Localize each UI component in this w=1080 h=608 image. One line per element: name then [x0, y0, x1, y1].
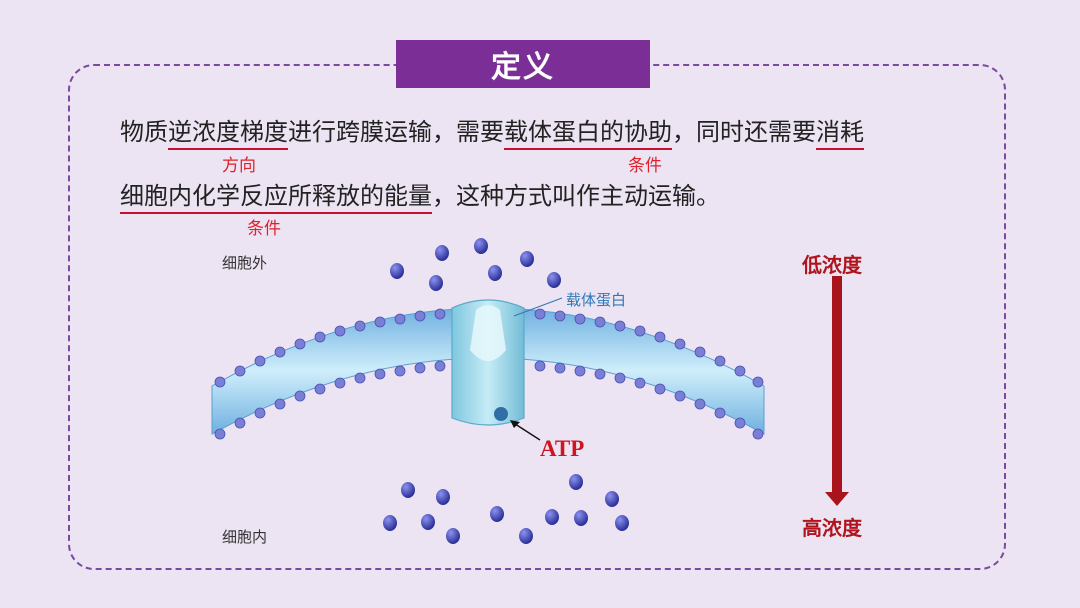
atp-binding-site — [494, 407, 508, 421]
text-segment: 进行跨膜运输，需要 — [288, 118, 504, 146]
note-condition-2: 条件 — [247, 219, 281, 239]
membrane-outer-heads — [214, 308, 764, 388]
high-concentration-label: 高浓度 — [802, 516, 862, 540]
definition-line-2: 细胞内化学反应所释放的能量，这种方式叫作主动运输。 — [120, 176, 720, 214]
molecules-outside — [390, 238, 561, 291]
gradient-arrow-head — [825, 492, 849, 506]
carrier-protein-label: 载体蛋白 — [566, 291, 627, 309]
inside-label: 细胞内 — [222, 528, 268, 546]
definition-line-1: 物质逆浓度梯度进行跨膜运输，需要载体蛋白的协助，同时还需要消耗 — [120, 112, 864, 150]
gradient-arrow-shaft — [832, 276, 842, 494]
text-segment: 物质 — [120, 118, 168, 146]
note-condition-1: 条件 — [628, 156, 662, 176]
outside-label: 细胞外 — [222, 254, 268, 272]
text-segment: ，同时还需要 — [672, 118, 816, 146]
atp-pointer-head — [510, 420, 520, 428]
protein-channel — [470, 305, 506, 361]
underlined-carrier: 载体蛋白的协助 — [504, 118, 672, 150]
note-direction: 方向 — [222, 156, 256, 176]
section-title: 定义 — [396, 40, 650, 88]
atp-label: ATP — [540, 436, 585, 461]
carrier-pointer — [513, 297, 563, 317]
molecules-inside — [383, 474, 629, 544]
underlined-consume: 消耗 — [816, 118, 864, 150]
underlined-energy: 细胞内化学反应所释放的能量 — [120, 182, 432, 214]
carrier-protein — [451, 299, 525, 426]
text-segment: ，这种方式叫作主动运输。 — [432, 182, 720, 210]
low-concentration-label: 低浓度 — [802, 253, 862, 277]
underlined-gradient: 逆浓度梯度 — [168, 118, 288, 150]
membrane-inner-heads — [214, 360, 764, 440]
